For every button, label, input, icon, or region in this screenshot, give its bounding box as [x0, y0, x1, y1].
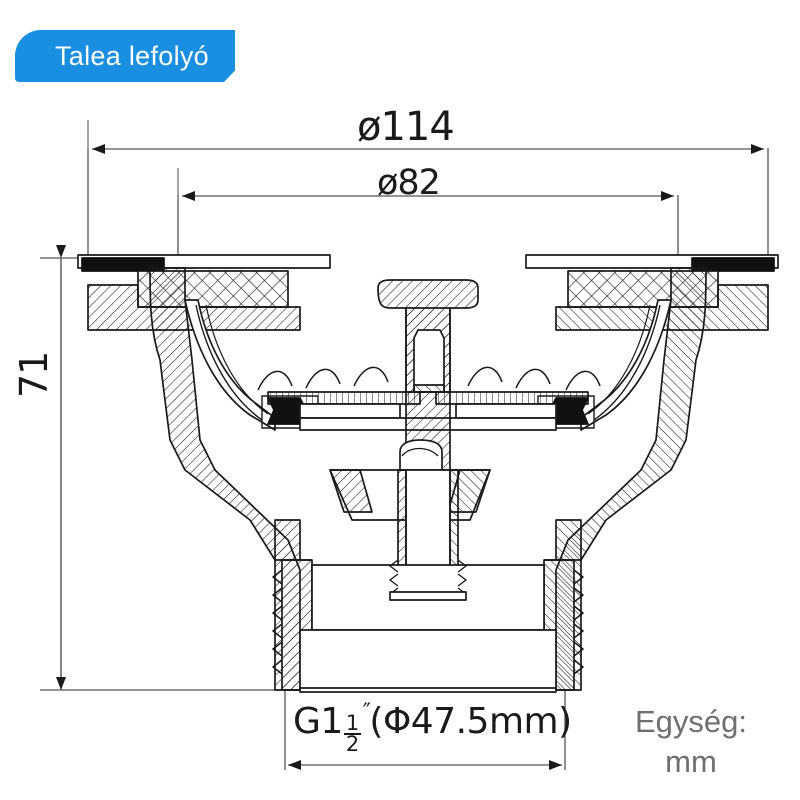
unit-note-line1: Egység:: [634, 704, 747, 739]
product-title-badge: Talea lefolyó: [15, 30, 235, 82]
dimension-label-height: 71: [12, 351, 56, 398]
dimension-lines: [40, 120, 769, 770]
thread-fraction-numerator: 1: [343, 711, 361, 736]
unit-note-line2: mm: [665, 743, 717, 779]
dimension-label-inner-diameter: ø82: [377, 163, 441, 203]
thread-prefix: G1: [293, 701, 343, 742]
product-title-label: Talea lefolyó: [55, 40, 209, 71]
thread-fraction-denominator: 2: [345, 732, 359, 757]
thread-metric-equivalent: (Φ47.5mm): [369, 701, 572, 742]
unit-note: Egység: mm: [596, 702, 786, 781]
dimension-label-outer-diameter: ø114: [357, 104, 455, 150]
inch-mark: ″: [362, 700, 371, 725]
